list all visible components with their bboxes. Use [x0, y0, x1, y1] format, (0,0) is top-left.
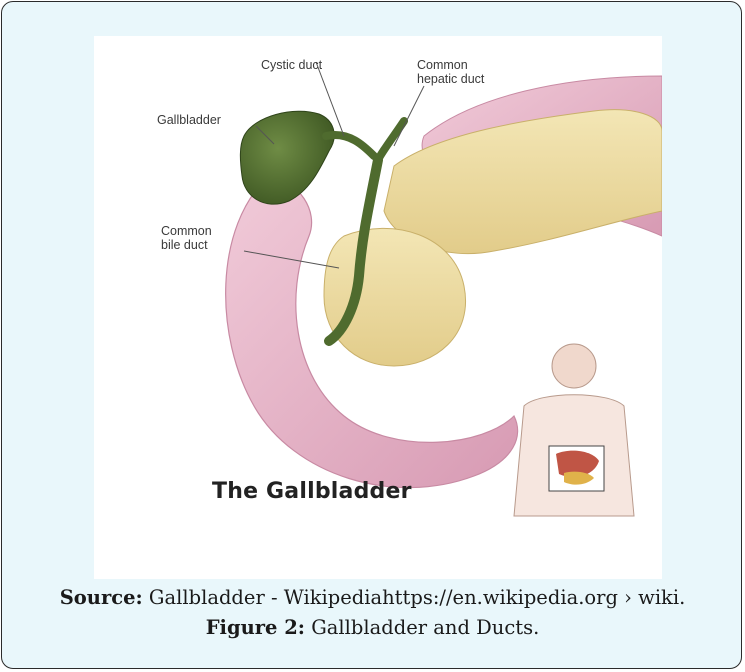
- figure-label: Figure 2:: [206, 616, 305, 639]
- cystic-duct-label: Cystic duct: [261, 58, 322, 72]
- common-hepatic-duct: [379, 121, 404, 158]
- source-line: Source: Gallbladder - Wikipediahttps://e…: [2, 583, 743, 613]
- gallbladder-label: Gallbladder: [157, 113, 221, 127]
- illustration-title: The Gallbladder: [212, 479, 412, 504]
- cystic-duct: [326, 135, 374, 156]
- gallbladder-organ: [240, 111, 334, 204]
- pancreas-body: [384, 110, 662, 254]
- figure-line: Figure 2: Gallbladder and Ducts.: [2, 613, 743, 643]
- common-hepatic-duct-label: Common hepatic duct: [417, 58, 484, 86]
- source-text: Gallbladder - Wikipediahttps://en.wikipe…: [149, 586, 685, 609]
- gallbladder-illustration: Cystic duct Common hepatic duct Gallblad…: [94, 36, 662, 579]
- source-label: Source:: [60, 586, 143, 609]
- figure-caption: Source: Gallbladder - Wikipediahttps://e…: [2, 583, 743, 643]
- body-inset: [514, 344, 634, 516]
- figure-text: Gallbladder and Ducts.: [311, 616, 539, 639]
- common-bile-duct-label: Common bile duct: [161, 224, 212, 252]
